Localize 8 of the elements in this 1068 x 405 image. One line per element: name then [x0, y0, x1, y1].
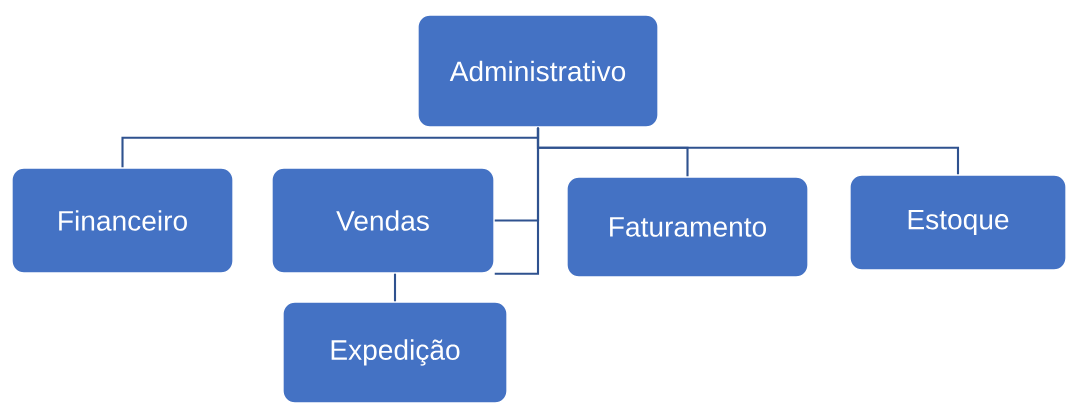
connector-line — [536, 127, 960, 175]
box: Expedição — [282, 301, 508, 404]
box: Vendas — [271, 167, 495, 274]
box: Financeiro — [11, 167, 234, 274]
box: Faturamento — [566, 176, 809, 278]
connector-line — [393, 273, 397, 302]
box: Estoque — [849, 174, 1067, 271]
box: Administrativo — [417, 14, 659, 128]
